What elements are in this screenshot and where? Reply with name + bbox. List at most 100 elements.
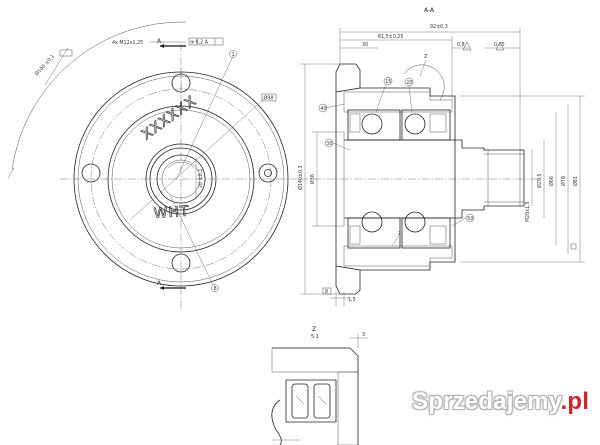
bore-dim-label: Ø36 (309, 174, 316, 184)
balloon-30-label: 30 (326, 141, 332, 147)
watermark-text: Sprzedajemy (412, 388, 561, 415)
front-view: Ø100 ±0,1 A A (7, 21, 300, 310)
balloon-8-label: 8 (214, 286, 217, 292)
hole-callout: 4x M12x1,25 (112, 40, 143, 46)
flange-thk-box (322, 287, 332, 295)
detail-hatch-right (337, 371, 359, 445)
bearing-race-bottom-right (401, 217, 451, 249)
flange-chamfer-top (335, 63, 341, 92)
detail-seal-lip-left (291, 383, 309, 419)
detail-scale: 5:1 (311, 334, 319, 340)
sweep-arc-tick (7, 167, 15, 179)
right-dimension-stack: Ø81 Ø78 Ø66 Ø29,5 M20x1,5 (460, 95, 585, 263)
leader-8 (169, 194, 214, 286)
detail-z-view: Z 5:1 3 (271, 326, 368, 445)
leader-1 (175, 55, 234, 181)
flange-chamfer-bottom (335, 266, 341, 295)
section-title: A-A (424, 7, 435, 14)
ball-top-right (404, 113, 426, 135)
ball-top-left (361, 113, 383, 135)
balloon-40-leader (325, 103, 345, 109)
detail-break-line (271, 399, 282, 445)
detail-hatch-top (271, 347, 359, 373)
balloon-8 (211, 284, 219, 292)
ball-bottom-left (361, 211, 383, 233)
datum-box (570, 243, 577, 250)
flange-to-bearing-label: 30 (362, 42, 368, 48)
watermark-suffix: .pl (560, 388, 590, 415)
pcd-label: Ø98 (264, 95, 274, 102)
balloon-30 (324, 138, 334, 148)
balloon-20 (404, 77, 414, 87)
d3-dim-label: Ø81 (572, 176, 579, 186)
spindle-outline (344, 139, 525, 219)
balloon-2-leader (391, 235, 400, 247)
angle-label: Ø100 ±0,1 (33, 53, 56, 77)
balloon-50-leader (451, 217, 467, 227)
inner-dim-label: 20 ±0,1 (198, 169, 204, 188)
seal-bottom-left (349, 225, 361, 245)
stub-dim-label: Ø29,5 (536, 174, 543, 188)
balloon-50-label: 50 (467, 216, 473, 222)
hub-hatch-bottom (343, 245, 453, 267)
balloon-50 (465, 213, 475, 223)
part-marking-top: XXXXXX (139, 93, 200, 143)
d2-dim-label: Ø78 (560, 176, 567, 186)
position-tolerance-frame (188, 37, 224, 46)
angle-leader (44, 47, 69, 86)
balloon-20-leader (408, 85, 413, 113)
detail-seal-housing (285, 379, 337, 423)
part-marking-bottom: WHT (153, 204, 190, 222)
stud-hole-right-inner (264, 169, 272, 177)
section-marker-bottom: A (157, 280, 162, 287)
inner-length-label: 61,5±0,25 (378, 34, 403, 40)
balloon-15-label: 15 (385, 79, 391, 85)
detail-chamfer-label: 3 (362, 332, 365, 338)
section-arrow-bottom (160, 286, 164, 290)
balloon-30-leader (332, 142, 351, 151)
balloon-1 (229, 50, 237, 58)
section-view: A-A 92±0,3 61,5±0,25 30 0,8 0,05 Z (297, 7, 585, 306)
detail-z-leader (419, 59, 427, 77)
detail-outer-contour (272, 347, 359, 445)
seal-bottom (429, 225, 447, 245)
tol-label-2: 0,05 (494, 42, 505, 48)
bearing-race-top-right (401, 109, 451, 141)
surface-triangle-2 (495, 41, 505, 51)
balloon-40 (318, 103, 328, 113)
section-arrow-top (160, 44, 164, 48)
detail-seal-springs (295, 395, 327, 405)
balloon-1-label: 1 (232, 52, 235, 58)
d1-dim-label: Ø66 (548, 176, 555, 186)
section-marker-top: A (157, 38, 162, 45)
flange-step-label: 1,5 (348, 297, 356, 303)
angle-box (59, 49, 73, 57)
bearing-race-bottom-left (347, 217, 401, 249)
pcd-box (261, 93, 277, 102)
pilot-dim-label: Ø140±0,3 (297, 165, 304, 190)
ball-bottom-right (404, 211, 426, 233)
stud-hole-right (258, 163, 278, 183)
position-tolerance: ⊕ 0,2 A (190, 40, 209, 46)
leader-pcd (129, 97, 266, 221)
flange-outline (335, 63, 361, 295)
section-balloons: 40 30 15 20 50 2 (318, 76, 475, 247)
thread-dim-label: M20x1,5 (525, 201, 531, 222)
flange-thk-label: 8 (325, 289, 328, 295)
stud-hole-left (81, 163, 101, 183)
balloon-15-leader (375, 83, 387, 113)
detail-title: Z (312, 326, 316, 333)
overall-length-label: 92±0,3 (430, 24, 448, 30)
watermark: Sprzedajemy.pl (412, 388, 589, 416)
detail-z-circle (403, 64, 445, 101)
tol-label-1: 0,8 (457, 42, 465, 48)
balloon-40-label: 40 (320, 106, 326, 112)
detail-seal-lip-right (313, 383, 331, 419)
balloon-20-label: 20 (406, 80, 412, 86)
surface-triangle-1 (462, 41, 472, 51)
seal-top (429, 113, 447, 133)
hub-hatch-top (343, 91, 453, 113)
detail-z-marker: Z (424, 54, 428, 60)
sweep-dimension-arc (11, 21, 187, 171)
